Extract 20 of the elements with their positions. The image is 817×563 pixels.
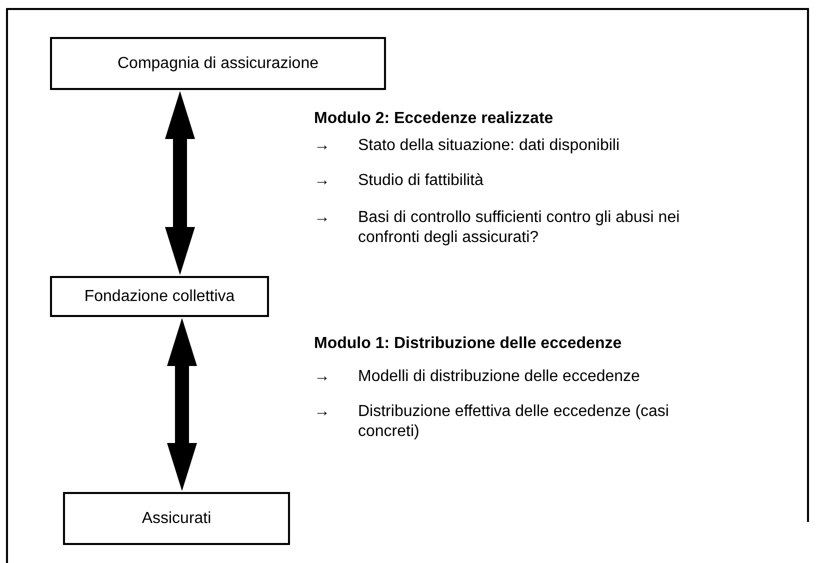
- entity-label: Assicurati: [142, 508, 212, 528]
- entity-label: Compagnia di assicurazione: [118, 54, 318, 74]
- bullet-arrow: →: [314, 208, 330, 228]
- bullet-text: Distribuzione effettiva delle eccedenze (casi concreti): [358, 402, 670, 442]
- bullet-text: Modelli di distribuzione delle eccedenze: [358, 367, 640, 387]
- entity-box: [50, 37, 386, 90]
- bullet-arrow: →: [314, 367, 330, 387]
- bullet-text: Studio di fattibilità: [358, 171, 484, 191]
- bullet-arrow: →: [314, 136, 330, 156]
- double-arrow: [167, 318, 197, 491]
- entity-box: [50, 276, 269, 317]
- entity-label: Fondazione collettiva: [84, 286, 235, 306]
- bullet-arrow: →: [314, 402, 330, 422]
- module-heading: Modulo 2: Eccedenze realizzate: [314, 109, 554, 129]
- double-arrow: [165, 91, 195, 275]
- module-heading: Modulo 1: Distribuzione delle eccedenze: [314, 334, 622, 354]
- entity-box: [63, 492, 290, 545]
- bullet-arrow: →: [314, 171, 330, 191]
- bullet-text: Stato della situazione: dati disponibili: [358, 136, 620, 156]
- bullet-text: Basi di controllo sufficienti contro gli abusi nei confronti degli assicurati?: [358, 208, 681, 248]
